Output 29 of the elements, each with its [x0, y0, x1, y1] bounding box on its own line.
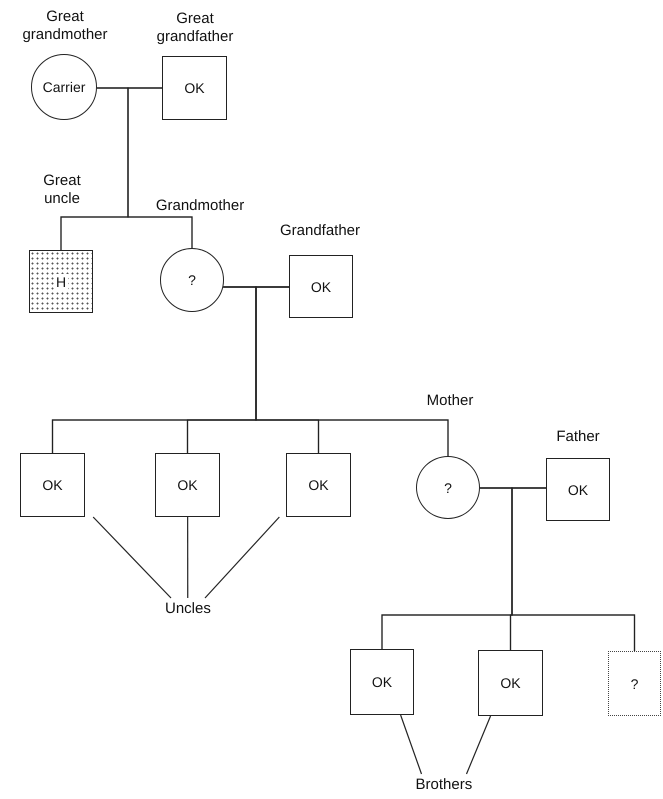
relation-label: Grandmother — [154, 197, 246, 215]
status-label: OK — [372, 674, 392, 690]
descent-line — [127, 87, 193, 248]
relation-label: Grandfather — [278, 222, 362, 240]
status-label: OK — [184, 80, 205, 96]
status-label: OK — [500, 675, 521, 691]
relation-label: Great grandmother — [21, 8, 109, 44]
status-label: ? — [444, 480, 452, 496]
leader-line — [204, 516, 280, 598]
leader-line — [466, 716, 492, 774]
status-label: ? — [630, 676, 638, 692]
relation-label: Father — [555, 428, 601, 446]
status-label: OK — [177, 477, 198, 493]
leader-line — [187, 517, 188, 598]
group-label: Brothers — [416, 776, 472, 794]
status-label: OK — [42, 477, 63, 493]
status-label: OK — [568, 482, 588, 498]
group-label: Uncles — [165, 600, 211, 618]
status-label: ? — [188, 272, 196, 288]
status-label: OK — [310, 278, 332, 294]
status-label: Carrier — [42, 79, 86, 95]
relation-label: Great uncle — [42, 172, 82, 208]
leader-line — [92, 516, 172, 598]
descent-line — [511, 487, 636, 651]
status-label: H — [54, 274, 68, 290]
relation-label: Mother — [426, 392, 474, 410]
leader-line — [400, 714, 422, 774]
relation-label: Great grandfather — [156, 10, 234, 46]
status-label: OK — [308, 477, 329, 493]
